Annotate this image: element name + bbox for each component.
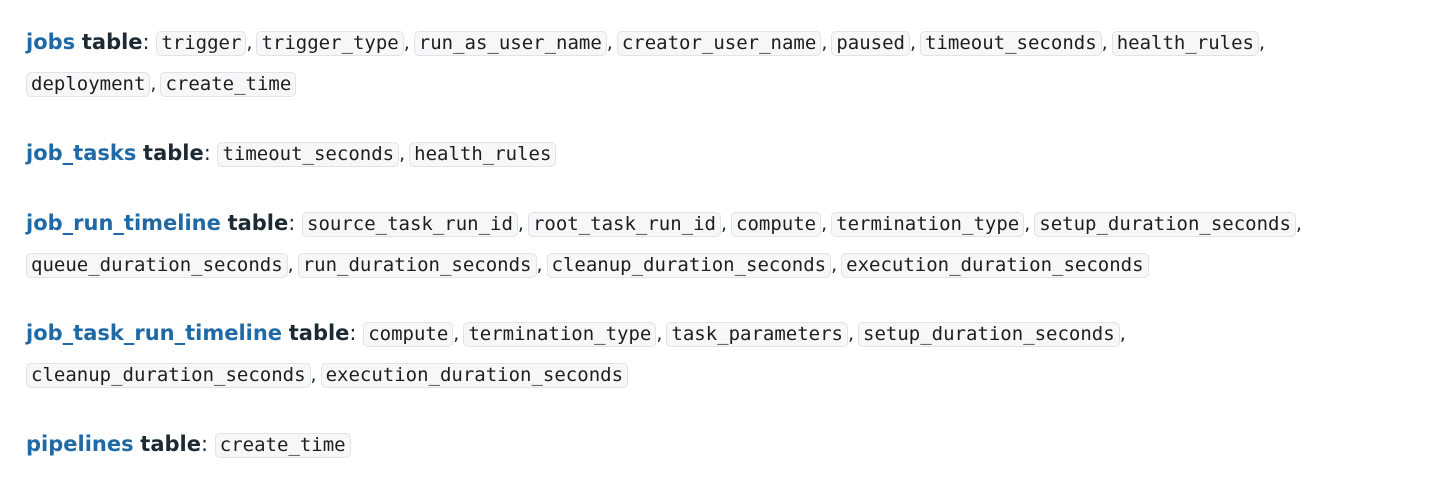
separator: , — [821, 32, 828, 54]
table-suffix: table — [140, 432, 201, 456]
column-name: setup_duration_seconds — [858, 322, 1120, 347]
column-name: timeout_seconds — [920, 31, 1102, 56]
separator: , — [403, 32, 410, 54]
separator: , — [1024, 213, 1031, 235]
separator: , — [606, 32, 613, 54]
separator: , — [721, 213, 728, 235]
column-name: health_rules — [409, 142, 557, 167]
column-name: run_as_user_name — [413, 31, 607, 56]
separator: , — [517, 213, 524, 235]
column-name: deployment — [26, 72, 151, 97]
column-name: paused — [831, 31, 910, 56]
separator: , — [150, 73, 157, 95]
colon: : — [288, 211, 296, 235]
pipelines-table-entry: pipelines table: create_time — [26, 424, 1426, 465]
job-tasks-table-entry: job_tasks table: timeout_seconds,health_… — [26, 133, 1426, 174]
column-name: termination_type — [831, 212, 1025, 237]
separator: , — [536, 254, 543, 276]
separator: , — [1119, 323, 1126, 345]
separator: , — [1101, 32, 1108, 54]
job-run-timeline-table-entry: job_run_timeline table: source_task_run_… — [26, 203, 1426, 285]
table-suffix: table — [143, 141, 204, 165]
column-name: cleanup_duration_seconds — [546, 253, 832, 278]
column-name: health_rules — [1111, 31, 1259, 56]
column-name: task_parameters — [666, 322, 848, 347]
column-name: compute — [363, 322, 454, 347]
colon: : — [142, 30, 150, 54]
table-name: jobs — [26, 30, 76, 54]
separator: , — [821, 213, 828, 235]
column-name: run_duration_seconds — [297, 253, 537, 278]
separator: , — [831, 254, 838, 276]
table-name: job_run_timeline — [26, 211, 221, 235]
table-suffix: table — [288, 321, 350, 345]
separator: , — [246, 32, 253, 54]
column-name: cleanup_duration_seconds — [26, 363, 311, 388]
separator: , — [310, 364, 317, 386]
column-name: creator_user_name — [616, 31, 822, 56]
table-suffix: table — [227, 211, 289, 235]
column-name: setup_duration_seconds — [1034, 212, 1296, 237]
colon: : — [200, 432, 209, 456]
separator: , — [1258, 32, 1266, 54]
table-suffix: table — [81, 30, 143, 54]
jobs-table-entry: jobs table: trigger,trigger_type,run_as_… — [26, 22, 1426, 104]
column-name: execution_duration_seconds — [841, 253, 1149, 278]
table-name: job_task_run_timeline — [26, 321, 283, 345]
separator: , — [287, 254, 294, 276]
column-name: execution_duration_seconds — [320, 363, 629, 388]
column-name: root_task_run_id — [527, 212, 721, 237]
column-name: source_task_run_id — [302, 212, 518, 237]
table-name: pipelines — [26, 432, 134, 456]
colon: : — [203, 141, 211, 165]
column-name: trigger — [156, 31, 247, 56]
column-name: termination_type — [463, 322, 657, 347]
separator: , — [1295, 213, 1302, 235]
table-name: job_tasks — [26, 141, 137, 165]
column-name: queue_duration_seconds — [26, 253, 288, 278]
column-name: create_time — [214, 433, 351, 458]
column-name: create_time — [160, 72, 297, 97]
separator: , — [453, 323, 460, 345]
separator: , — [910, 32, 917, 54]
job-task-run-timeline-table-entry: job_task_run_timeline table: compute,ter… — [26, 313, 1426, 395]
separator: , — [399, 143, 406, 165]
column-name: trigger_type — [256, 31, 404, 56]
separator: , — [847, 323, 855, 345]
colon: : — [349, 321, 357, 345]
separator: , — [656, 323, 663, 345]
column-name: timeout_seconds — [217, 142, 400, 167]
column-name: compute — [731, 212, 822, 237]
